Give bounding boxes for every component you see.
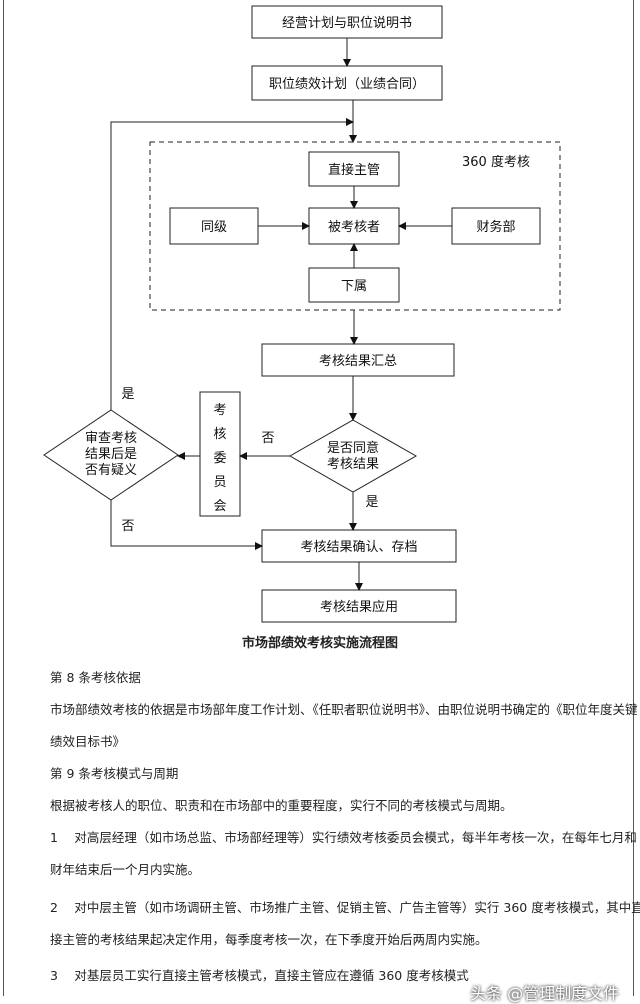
label-no-left: 否	[121, 519, 134, 534]
committee-char-5: 会	[213, 499, 226, 514]
paragraph-item-3: 3 对基层员工实行直接主管考核模式，直接主管应在遵循 360 度考核模式	[50, 968, 469, 983]
arrow-review-yes-loop	[110, 118, 354, 410]
diamond-review-line1: 审查考核	[85, 431, 137, 446]
paragraph-mode-intro: 根据被考核人的职位、职责和在市场部中的重要程度，实行不同的考核模式与周期。	[50, 798, 513, 813]
label-360: 360 度考核	[462, 154, 530, 170]
page-left-rule	[3, 0, 4, 996]
box-summary-label: 考核结果汇总	[319, 354, 397, 369]
box-plan-label: 经营计划与职位说明书	[282, 16, 412, 31]
committee-char-2: 核	[213, 427, 226, 442]
label-yes-left: 是	[121, 387, 134, 402]
box-finance-label: 财务部	[476, 219, 515, 235]
box-peer-label: 同级	[201, 220, 227, 235]
box-perf-label: 职位绩效计划（业绩合同）	[269, 77, 425, 92]
figure-caption: 市场部绩效考核实施流程图	[241, 636, 398, 651]
label-no-mid: 否	[261, 431, 274, 446]
diamond-review-line3: 否有疑义	[85, 462, 137, 478]
diamond-agree	[288, 419, 418, 493]
box-confirm-label: 考核结果确认、存档	[300, 540, 417, 555]
diamond-review-line2: 结果后是	[85, 447, 137, 462]
box-apply-label: 考核结果应用	[320, 599, 398, 615]
committee-char-4: 员	[213, 475, 226, 490]
label-yes-mid: 是	[365, 495, 378, 510]
box-supervisor-label: 直接主管	[328, 162, 380, 178]
paragraph-item-1: 1 对高层经理（如市场总监、市场部经理等）实行绩效考核委员会模式，每半年考核一次…	[50, 830, 637, 877]
diamond-agree-line1: 是否同意	[327, 440, 379, 456]
box-summary	[261, 343, 455, 377]
section-heading-8: 第 8 条考核依据	[50, 670, 141, 685]
diamond-agree-line2: 考核结果	[327, 457, 379, 472]
watermark: 头条 @管理制度文件	[470, 984, 620, 1003]
box-subordinate-label: 下属	[341, 279, 367, 294]
region-360	[149, 141, 561, 311]
box-assessee-label: 被考核者	[328, 220, 380, 235]
section-heading-9: 第 9 条考核模式与周期	[50, 766, 179, 781]
paragraph-basis: 市场部绩效考核的依据是市场部年度工作计划、《任职者职位说明书》、由职位说明书确定…	[50, 702, 638, 749]
flowchart: 经营计划与职位说明书 职位绩效计划（业绩合同） 360 度考核 直接主管 同级 …	[43, 5, 561, 623]
arrow-review-no	[110, 500, 263, 550]
committee-char-3: 委	[213, 451, 226, 466]
paragraph-item-2: 2 对中层主管（如市场调研主管、市场推广主管、促销主管、广告主管等）实行 360…	[50, 900, 640, 947]
committee-char-1: 考	[213, 403, 226, 418]
page-right-rule	[633, 0, 634, 996]
